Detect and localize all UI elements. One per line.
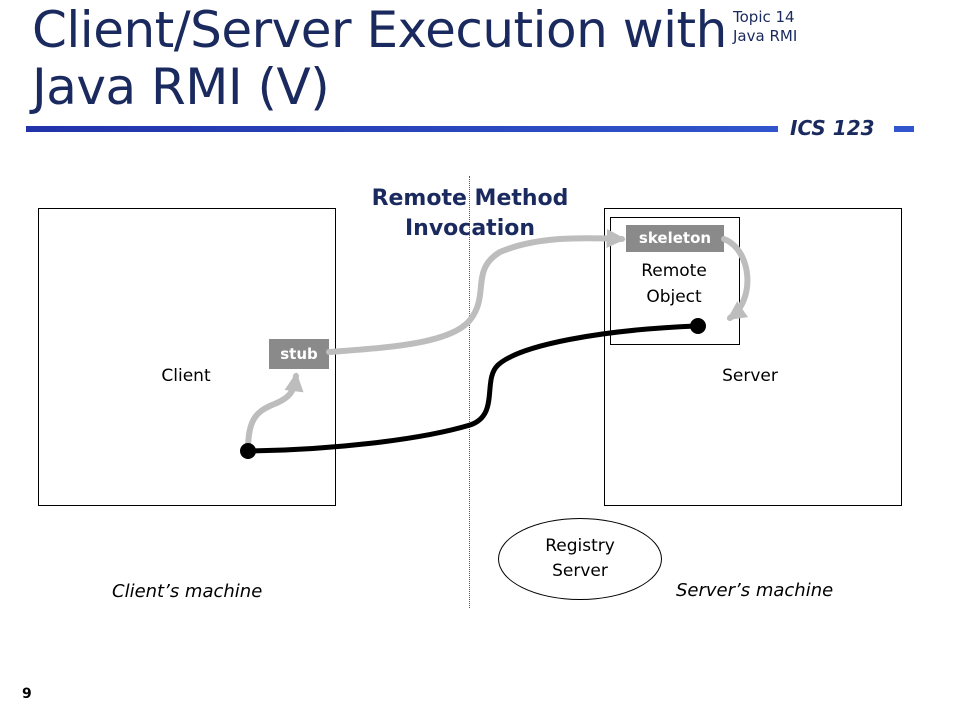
client-execution-dot: [240, 443, 256, 459]
slide-title-line2: Java RMI (V): [32, 58, 330, 116]
stub-tag: stub: [269, 339, 329, 369]
client-label: Client: [161, 366, 211, 386]
topic-line1: Topic 14: [733, 8, 795, 26]
registry-line1: Registry: [545, 536, 615, 556]
remote-object-line2: Object: [646, 287, 702, 307]
slide-title-line1: Client/Server Execution with: [32, 1, 727, 59]
remote-object-line1: Remote: [641, 261, 707, 281]
header-divider-bar: [26, 126, 778, 132]
rmi-heading-line2: Invocation: [404, 216, 536, 241]
stub-to-skeleton-arrow: [326, 228, 626, 355]
server-execution-dot: [690, 318, 706, 334]
slide-title: Client/Server Execution with Java RMI (V…: [32, 2, 727, 116]
remote-object-label: Remote Object: [610, 258, 738, 310]
registry-server-ellipse: Registry Server: [498, 518, 662, 600]
client-machine-label: Client’s machine: [112, 581, 263, 602]
skeleton-to-object-arrow: [721, 236, 751, 321]
server-machine-label: Server’s machine: [676, 580, 834, 601]
page-number: 9: [22, 686, 32, 702]
skeleton-tag: skeleton: [626, 225, 724, 252]
machine-boundary-line: [469, 176, 470, 608]
course-label: ICS 123: [790, 116, 875, 140]
client-to-stub-arrow: [245, 372, 304, 453]
topic-line2: Java RMI: [733, 27, 798, 45]
execution-flow-path: [245, 323, 699, 454]
registry-line2: Server: [552, 561, 608, 581]
topic-label: Topic 14 Java RMI: [733, 8, 797, 46]
rmi-heading-line1: Remote Method: [371, 186, 569, 211]
server-label: Server: [722, 366, 778, 386]
header-divider-bar-right: [894, 126, 914, 132]
rmi-heading: Remote Method Invocation: [350, 184, 590, 244]
